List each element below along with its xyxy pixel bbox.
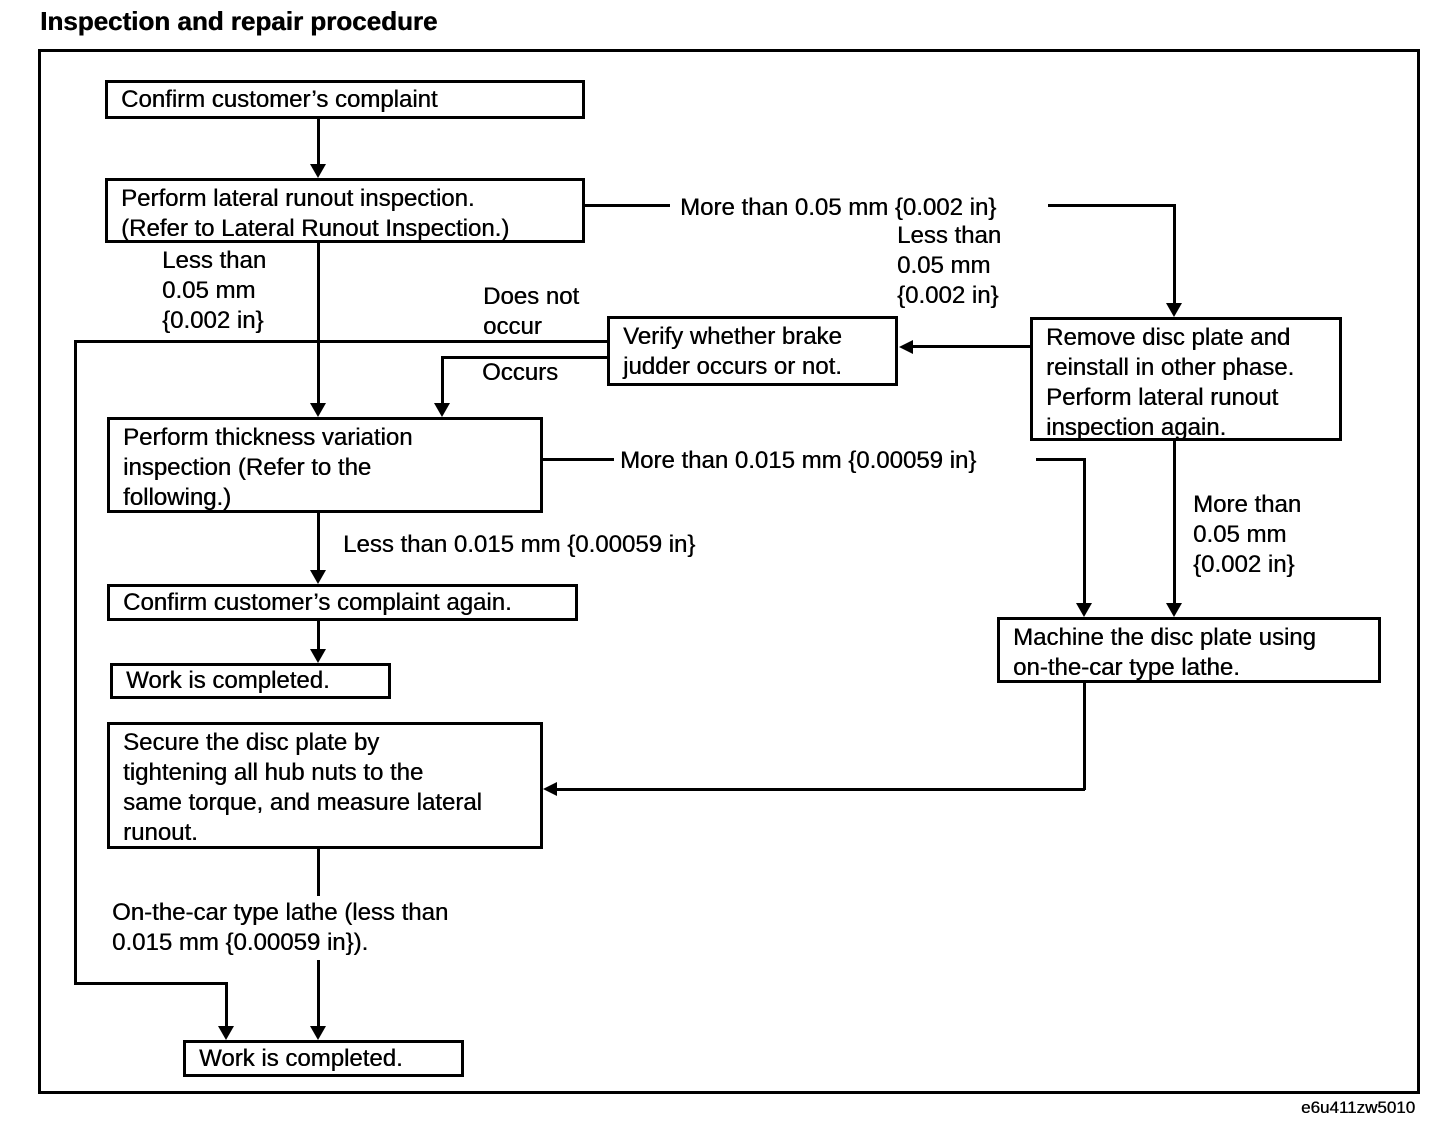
node-confirm-complaint: Confirm customer’s complaint [105,80,585,119]
arrow-head-left-icon [543,782,557,796]
connector-confirm-again-to-done [317,620,320,651]
label-less-than-005-left: Less than 0.05 mm {0.002 in} [162,247,267,334]
connector-verify-to-thickness [442,356,609,359]
label-does-not-occur: Does not occur [483,283,580,340]
figure-code: e6u411zw5010 [1301,1098,1416,1117]
arrow-head-down-icon [310,1026,326,1040]
arrow-head-down-icon [1166,303,1182,317]
connector-thickness-to-confirm-again [317,512,320,572]
arrow-head-left-icon [899,340,913,354]
arrow-head-down-icon [434,403,450,417]
label-on-the-car-lathe: On-the-car type lathe (less than 0.015 m… [112,899,449,956]
node-work-completed-upper: Work is completed. [110,663,391,699]
arrow-head-down-icon [1166,603,1182,617]
connector-verify-to-done [75,340,609,343]
connector-lateral-to-remove [1173,204,1176,305]
connector-verify-to-done [74,340,77,985]
node-work-completed-bottom: Work is completed. [183,1040,464,1077]
connector-confirm-to-lateral [317,118,320,168]
connector-remove-to-verify [911,345,1030,348]
arrow-head-down-icon [1076,603,1092,617]
connector-lateral-to-thickness [317,242,320,405]
connector-verify-to-done [74,982,228,985]
label-more-than-0015: More than 0.015 mm {0.00059 in} [620,447,977,474]
node-remove-disc-plate: Remove disc plate and reinstall in other… [1030,317,1342,441]
connector-secure-to-done [317,848,320,896]
label-less-than-005-right: Less than 0.05 mm {0.002 in} [897,222,1002,309]
label-occurs: Occurs [482,359,559,386]
label-more-than-005-top: More than 0.05 mm {0.002 in} [680,194,997,221]
node-verify-brake-judder: Verify whether brake judder occurs or no… [607,316,898,386]
node-confirm-complaint-again: Confirm customer’s complaint again. [107,584,578,621]
connector-thickness-to-machine [1083,458,1086,605]
connector-lateral-to-remove [585,204,670,207]
arrow-head-down-icon [310,570,326,584]
node-thickness-variation: Perform thickness variation inspection (… [107,417,543,513]
label-more-than-005-right: More than 0.05 mm {0.002 in} [1193,491,1302,578]
connector-machine-to-secure [1083,682,1086,790]
connector-verify-to-done [225,982,228,1030]
connector-thickness-to-machine [1036,458,1086,461]
label-less-than-0015: Less than 0.015 mm {0.00059 in} [343,531,696,558]
node-lateral-runout-inspection: Perform lateral runout inspection. (Refe… [105,178,585,243]
connector-thickness-to-machine [542,458,614,461]
arrow-head-down-icon [310,649,326,663]
flowchart-border [38,49,1420,1094]
page-title: Inspection and repair procedure [40,6,438,36]
node-machine-disc-plate: Machine the disc plate using on-the-car … [997,617,1381,683]
connector-remove-to-machine [1173,440,1176,605]
node-secure-disc-plate: Secure the disc plate by tightening all … [107,722,543,849]
arrow-head-down-icon [218,1026,234,1040]
connector-secure-to-done [317,960,320,1028]
arrow-head-down-icon [310,164,326,178]
connector-verify-to-thickness [441,356,444,407]
connector-machine-to-secure [557,788,1085,791]
arrow-head-down-icon [310,403,326,417]
connector-lateral-to-remove [1048,204,1176,207]
